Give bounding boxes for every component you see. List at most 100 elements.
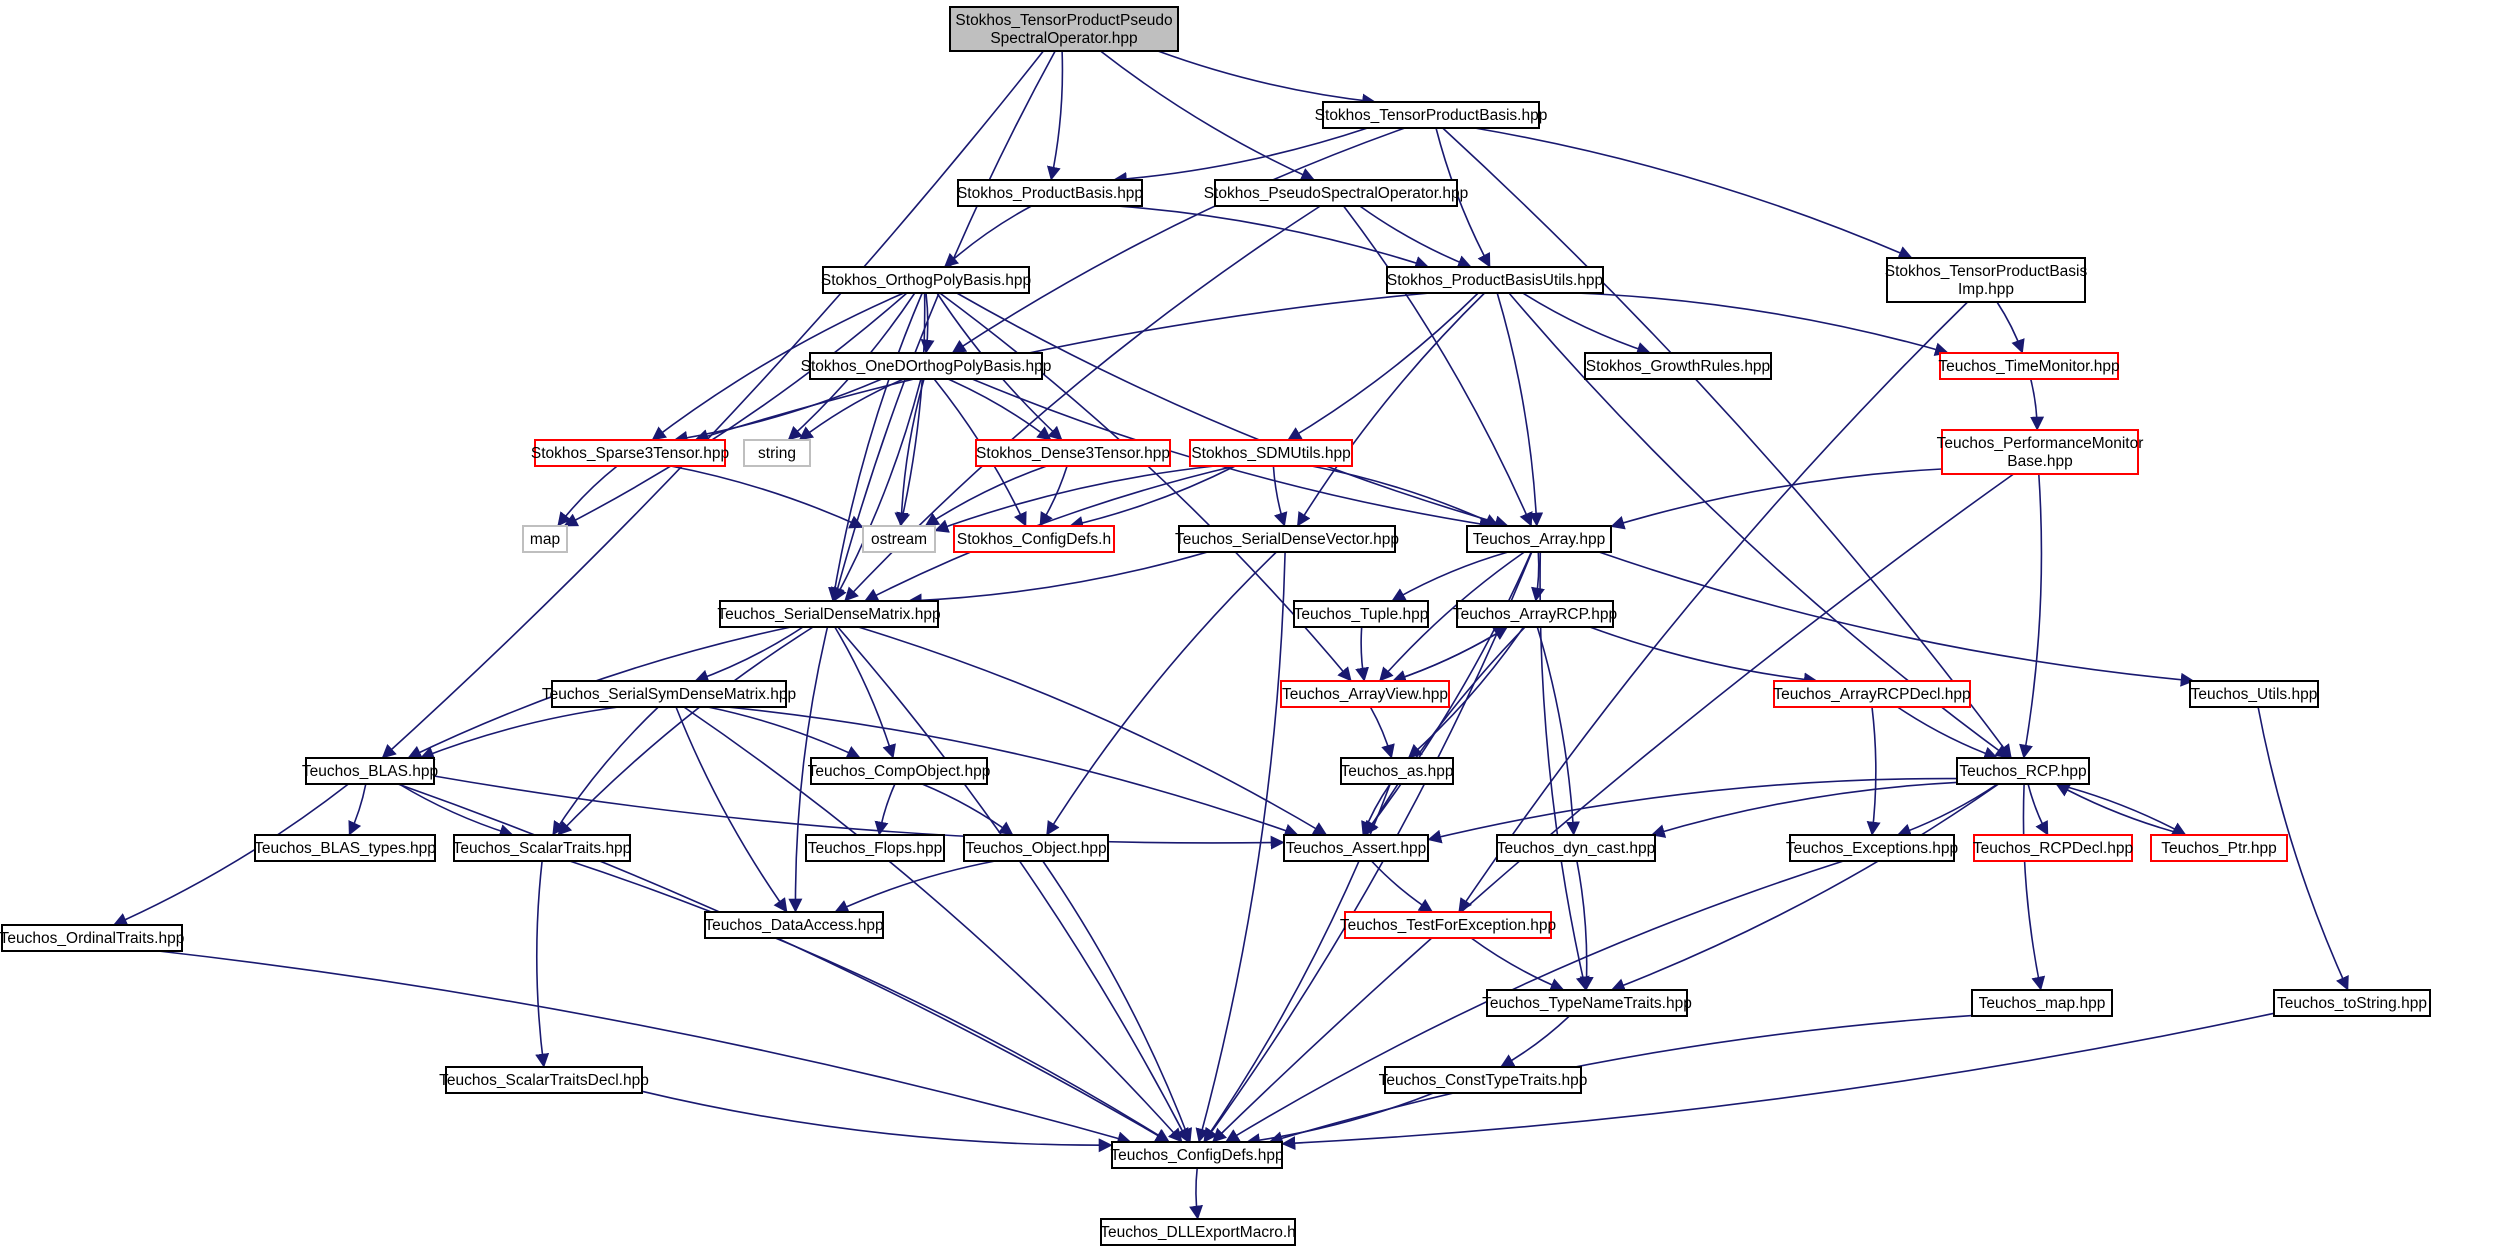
edge-oneD-to-ostream <box>894 378 925 527</box>
edge-sdm-to-arr <box>1311 465 1500 527</box>
file-node-ot[interactable]: Teuchos_OrdinalTraits.hpp <box>0 924 184 952</box>
file-node-ssdm[interactable]: Teuchos_SerialSymDenseMatrix.hpp <box>542 680 796 708</box>
edge-arcp-to-assert <box>1365 626 1526 836</box>
file-node-box <box>953 525 1115 553</box>
file-node-label: Teuchos_CompObject.hpp <box>808 763 991 780</box>
file-node-sdm[interactable]: Stokhos_SDMUtils.hpp <box>1189 439 1353 467</box>
file-node-rcp[interactable]: Teuchos_RCP.hpp <box>1956 757 2090 785</box>
file-node-tfe[interactable]: Teuchos_TestForException.hpp <box>1340 911 1556 939</box>
file-node-pb[interactable]: Stokhos_ProductBasis.hpp <box>957 179 1143 207</box>
edge-sdmx-to-ssdm <box>694 626 804 684</box>
file-node-st[interactable]: Teuchos_ScalarTraits.hpp <box>453 834 632 862</box>
file-node-tostr[interactable]: Teuchos_toString.hpp <box>2273 989 2431 1017</box>
edge-pbu-to-sdm <box>1287 292 1479 441</box>
edge-tostr-to-tcd <box>1281 1012 2275 1151</box>
file-node-pso[interactable]: Stokhos_PseudoSpectralOperator.hpp <box>1204 179 1469 207</box>
file-node-utils[interactable]: Teuchos_Utils.hpp <box>2189 680 2319 708</box>
file-node-label: Teuchos_TypeNameTraits.hpp <box>1482 995 1692 1012</box>
file-node-s3t[interactable]: Stokhos_Sparse3Tensor.hpp <box>531 439 729 467</box>
edge-obj-to-da <box>834 860 996 913</box>
file-node-dll[interactable]: Teuchos_DLLExportMacro.h <box>1100 1218 1296 1246</box>
edge-rcp-to-tmap <box>2022 783 2046 991</box>
edge-st-to-stdecl <box>535 860 550 1068</box>
file-node-gr[interactable]: Stokhos_GrowthRules.hpp <box>1584 352 1772 380</box>
file-node-da[interactable]: Teuchos_DataAccess.hpp <box>704 911 884 939</box>
file-node-label: Stokhos_TensorProductBasis.hpp <box>1315 107 1548 124</box>
file-node-arcp[interactable]: Teuchos_ArrayRCP.hpp <box>1453 600 1617 628</box>
file-node-sdv[interactable]: Teuchos_SerialDenseVector.hpp <box>1175 525 1399 553</box>
file-node-box <box>1322 101 1540 129</box>
edge-pbu-to-tm <box>1575 292 1949 357</box>
file-node-sdmx[interactable]: Teuchos_SerialDenseMatrix.hpp <box>717 600 941 628</box>
edge-ssdm-to-da <box>675 706 788 913</box>
edge-opb-to-ostream <box>896 292 926 527</box>
file-node-flops[interactable]: Teuchos_Flops.hpp <box>805 834 945 862</box>
file-node-arr[interactable]: Teuchos_Array.hpp <box>1466 525 1612 553</box>
edge-tpb-to-pb <box>1112 127 1368 186</box>
file-node-label: Teuchos_as.hpp <box>1341 763 1454 780</box>
file-node-label: Teuchos_TestForException.hpp <box>1340 917 1556 934</box>
edge-blas-to-st <box>398 783 514 838</box>
edge-pso-to-arr <box>1342 205 1533 527</box>
file-node-label: Stokhos_GrowthRules.hpp <box>1586 358 1770 375</box>
edge-sdm-to-ostream <box>934 465 1215 533</box>
edge-exc-to-tcd <box>1225 860 1844 1143</box>
file-node-root[interactable]: Stokhos_TensorProductPseudoSpectralOpera… <box>949 6 1179 52</box>
file-node-arcpd[interactable]: Teuchos_ArrayRCPDecl.hpp <box>1773 680 1971 708</box>
file-node-exc[interactable]: Teuchos_Exceptions.hpp <box>1786 834 1958 862</box>
edge-s3t-to-ostream <box>670 465 864 529</box>
edge-rcp-to-rcpd <box>2027 783 2049 836</box>
file-node-label: Teuchos_Utils.hpp <box>2191 686 2318 703</box>
file-node-tpb[interactable]: Stokhos_TensorProductBasis.hpp <box>1315 101 1548 129</box>
file-node-scd[interactable]: Stokhos_ConfigDefs.h <box>953 525 1115 553</box>
edge-st-to-tcd <box>569 860 1170 1143</box>
file-nodes: Stokhos_TensorProductPseudoSpectralOpera… <box>0 6 2431 1246</box>
file-node-tuple[interactable]: Teuchos_Tuple.hpp <box>1293 600 1429 628</box>
file-node-label: Teuchos_Exceptions.hpp <box>1786 840 1958 857</box>
file-node-tnt[interactable]: Teuchos_TypeNameTraits.hpp <box>1482 989 1692 1017</box>
file-node-box <box>1189 439 1353 467</box>
file-node-dyn[interactable]: Teuchos_dyn_cast.hpp <box>1496 834 1656 862</box>
edge-pbu-to-gr <box>1522 292 1651 356</box>
file-node-ctt[interactable]: Teuchos_ConstTypeTraits.hpp <box>1379 1066 1588 1094</box>
file-node-blas[interactable]: Teuchos_BLAS.hpp <box>302 757 438 785</box>
file-node-label: Teuchos_toString.hpp <box>2277 995 2427 1012</box>
file-node-as[interactable]: Teuchos_as.hpp <box>1340 757 1454 785</box>
edge-co-to-flops <box>874 783 896 836</box>
edge-arr-to-arcp <box>1531 551 1545 602</box>
file-node-box <box>551 680 787 708</box>
file-node-opb[interactable]: Stokhos_OrthogPolyBasis.hpp <box>821 266 1031 294</box>
edge-oneD-to-s3t <box>673 378 883 445</box>
file-node-d3t[interactable]: Stokhos_Dense3Tensor.hpp <box>975 439 1171 467</box>
file-node-tm[interactable]: Teuchos_TimeMonitor.hpp <box>1938 352 2120 380</box>
file-node-ptr[interactable]: Teuchos_Ptr.hpp <box>2150 834 2288 862</box>
file-node-av[interactable]: Teuchos_ArrayView.hpp <box>1280 680 1450 708</box>
file-node-label: Stokhos_OrthogPolyBasis.hpp <box>821 272 1031 289</box>
file-node-box <box>534 439 726 467</box>
file-node-rcpd[interactable]: Teuchos_RCPDecl.hpp <box>1973 834 2133 862</box>
file-node-stdecl[interactable]: Teuchos_ScalarTraitsDecl.hpp <box>439 1066 649 1094</box>
file-node-box <box>1111 1141 1283 1169</box>
file-node-pbu[interactable]: Stokhos_ProductBasisUtils.hpp <box>1386 266 1604 294</box>
file-node-co[interactable]: Teuchos_CompObject.hpp <box>808 757 991 785</box>
file-node-tcd[interactable]: Teuchos_ConfigDefs.hpp <box>1110 1141 1284 1169</box>
file-node-oneD[interactable]: Stokhos_OneDOrthogPolyBasis.hpp <box>801 352 1052 380</box>
edge-pmb-to-arr <box>1610 468 1943 530</box>
edge-arcpd-to-exc <box>1866 706 1881 836</box>
file-node-label: Imp.hpp <box>1958 281 2014 298</box>
edge-tpb-to-oneD <box>951 127 1406 354</box>
file-node-box <box>809 352 1043 380</box>
edge-pbu-to-arr <box>1496 292 1544 527</box>
file-node-obj[interactable]: Teuchos_Object.hpp <box>963 834 1109 862</box>
edge-arcp-to-arcpd <box>1589 626 1818 687</box>
file-node-blast[interactable]: Teuchos_BLAS_types.hpp <box>254 834 436 862</box>
file-node-box <box>2273 989 2431 1017</box>
file-node-label: Teuchos_Object.hpp <box>965 840 1106 857</box>
file-node-assert[interactable]: Teuchos_Assert.hpp <box>1283 834 1429 862</box>
file-node-tmap[interactable]: Teuchos_map.hpp <box>1971 989 2113 1017</box>
edge-tm-to-pmb <box>2029 378 2045 431</box>
edge-sdmx-to-co <box>834 626 896 759</box>
edge-ssdm-to-tcd <box>683 706 1183 1143</box>
